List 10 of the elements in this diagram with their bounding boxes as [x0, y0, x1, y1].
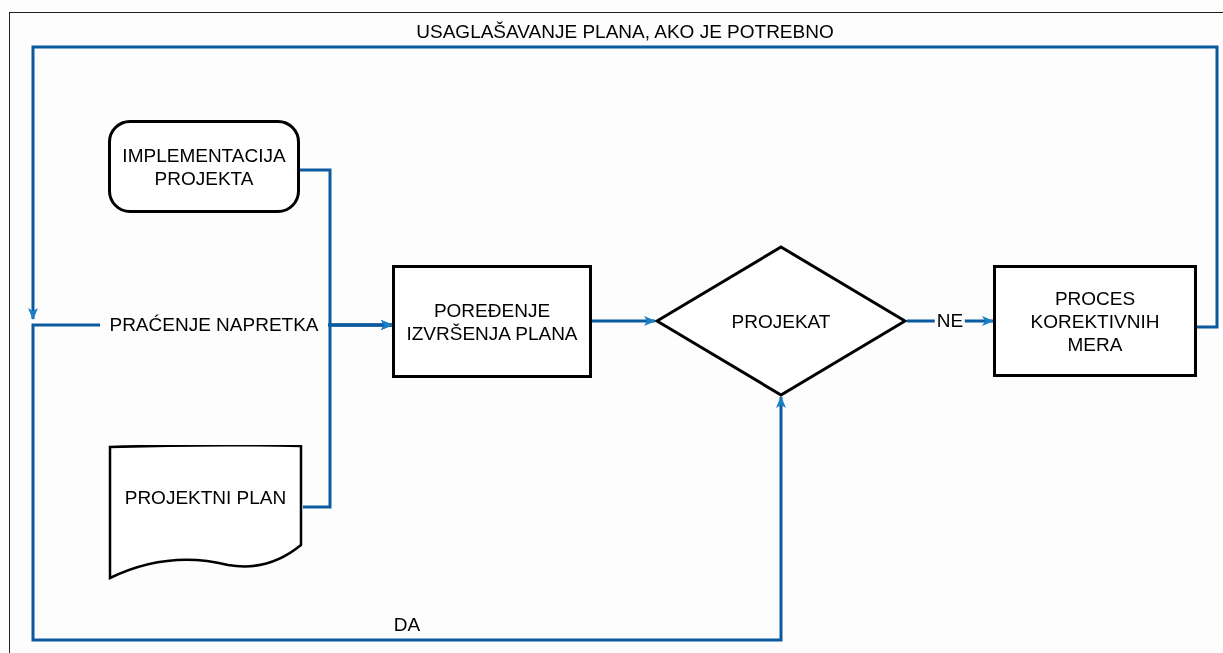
arrow [592, 316, 656, 326]
rounded-process-box: IMPLEMENTACIJA PROJEKTA [108, 120, 300, 213]
process-box: PROCES KOREKTIVNIH MERA [993, 265, 1197, 377]
arrow [303, 320, 393, 509]
arrow [28, 45, 1219, 329]
arrow [31, 323, 786, 642]
process-box: POREĐENJE IZVRŠENJA PLANA [392, 265, 592, 378]
edge-label: USAGLAŠAVANJE PLANA, AKO JE POTREBNO [414, 21, 836, 43]
decision-diamond: PROJEKAT [655, 245, 907, 397]
document-shape: PROJEKTNI PLAN [108, 445, 303, 580]
